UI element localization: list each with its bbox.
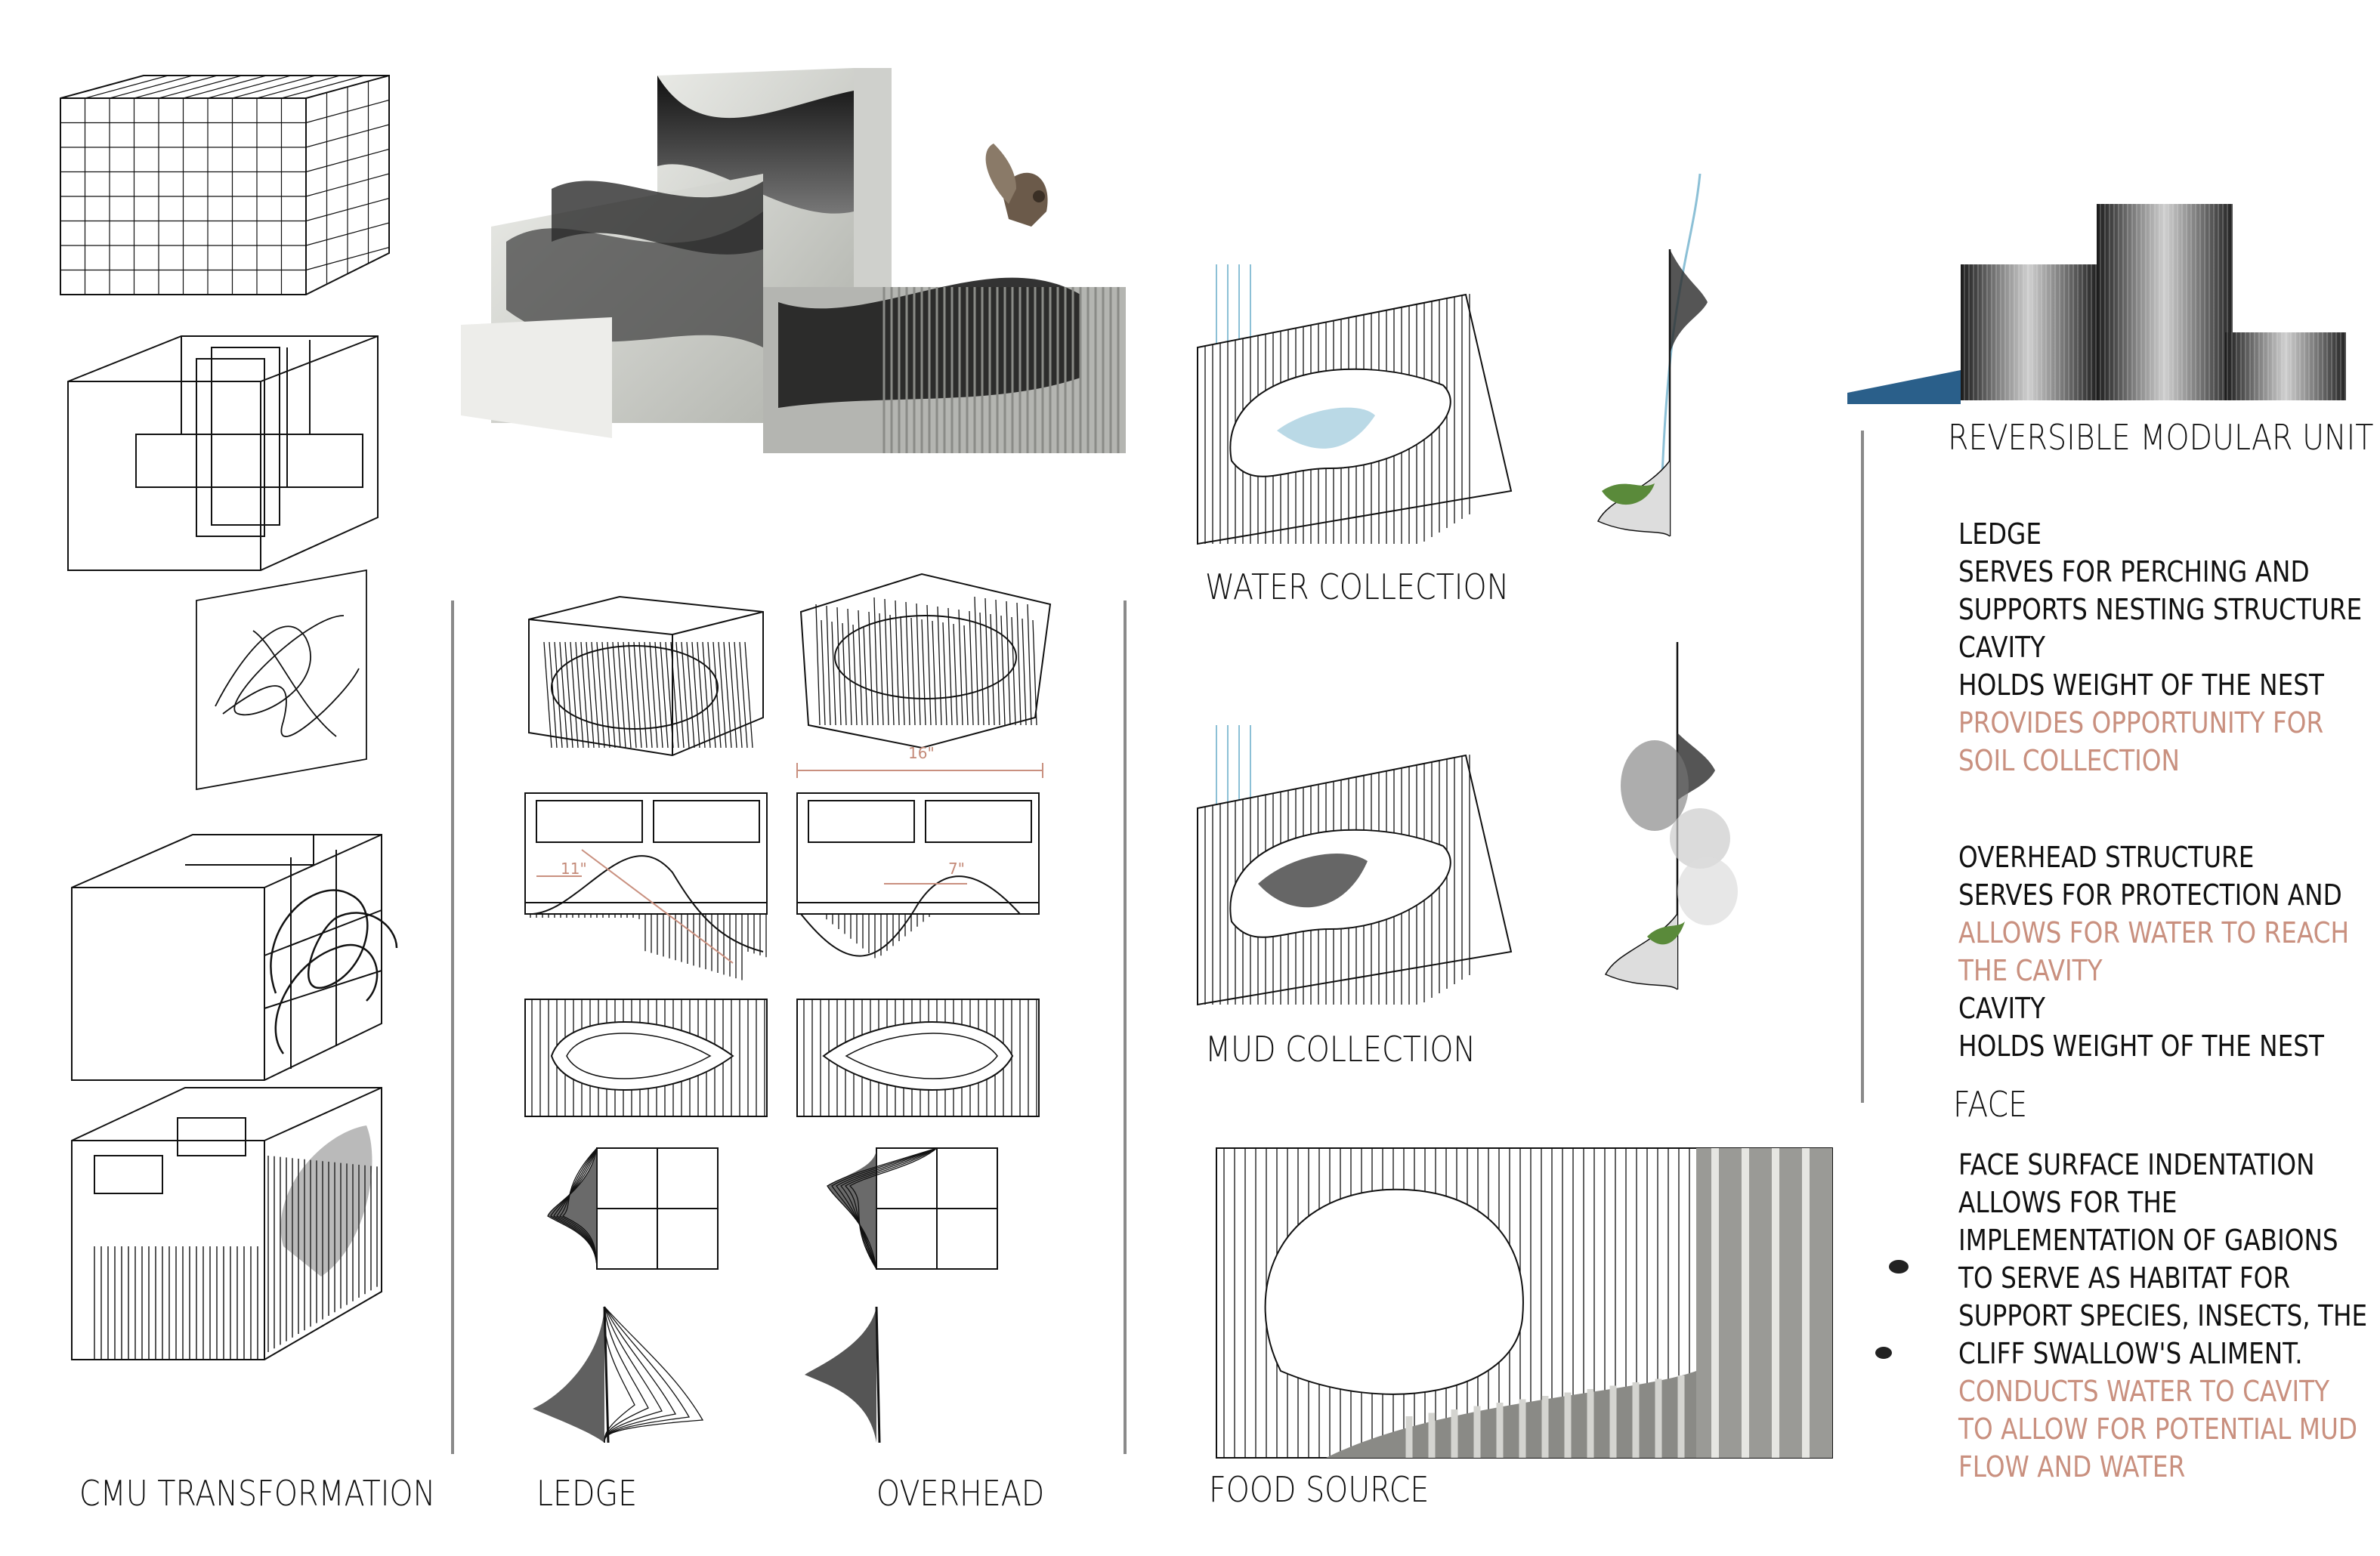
ledge-section-drawing: [547, 1147, 719, 1270]
divider-col1: [451, 600, 454, 1454]
ledge-block-line: LEDGE: [1958, 517, 2042, 551]
water-section-drawing: [1596, 173, 1708, 537]
face-block-line: TO SERVE AS HABITAT FOR: [1958, 1261, 2291, 1295]
ledge-elevation-drawing: [524, 792, 768, 980]
ledge-block-line: SUPPORTS NESTING STRUCTURE: [1958, 593, 2363, 626]
overhead-block-line: ALLOWS FOR WATER TO REACH: [1958, 916, 2350, 949]
face-label: FACE: [1953, 1084, 2028, 1125]
face-block-line: FLOW AND WATER: [1958, 1450, 2186, 1483]
overhead-block-line: CAVITY: [1958, 992, 2046, 1025]
face-block-line: TO ALLOW FOR POTENTIAL MUD: [1958, 1412, 2358, 1446]
insect-icon-2: [1875, 1347, 1892, 1359]
overhead-profile-drawing: [805, 1306, 881, 1443]
mud-section-drawing: [1604, 642, 1738, 990]
overhead-block-line: THE CAVITY: [1958, 954, 2103, 987]
divider-col2: [1124, 600, 1127, 1454]
food-source-drawing: [1216, 1147, 1833, 1459]
cmu-open-frame-drawing: [67, 335, 379, 571]
cmu-ribbed-box-drawing: [71, 1087, 382, 1360]
water-collection-label: WATER COLLECTION: [1205, 567, 1510, 607]
overhead-axon-drawing: [799, 573, 1052, 749]
ledge-axon-drawing: [528, 595, 764, 757]
dimension-7-label: 7": [948, 860, 965, 878]
divider-col3: [1861, 431, 1864, 1103]
ledge-block-line: HOLDS WEIGHT OF THE NEST: [1958, 668, 2324, 702]
cmu-grid-box-drawing: [60, 75, 390, 295]
ledge-block-line: SERVES FOR PERCHING AND: [1958, 555, 2310, 588]
overhead-section-drawing: [827, 1147, 998, 1270]
rendered-block-assembly: [461, 68, 1126, 453]
reversible-modular-unit-render: [1847, 204, 2346, 404]
curve-plane-drawing: [196, 569, 367, 791]
dimension-16-line: [796, 763, 1043, 778]
ledge-block-line: SOIL COLLECTION: [1958, 744, 2180, 777]
ledge-profile-drawing: [533, 1306, 704, 1443]
reversible-modular-unit-label: REVERSIBLE MODULAR UNIT: [1948, 417, 2374, 458]
overhead-plan-drawing: [796, 999, 1040, 1117]
mud-collection-drawing: [1197, 725, 1513, 1006]
face-block-line: CLIFF SWALLOW'S ALIMENT.: [1958, 1337, 2303, 1370]
overhead-label: OVERHEAD: [876, 1473, 1045, 1514]
ledge-block-line: PROVIDES OPPORTUNITY FOR: [1958, 706, 2324, 739]
dimension-16-label: 16": [908, 744, 935, 762]
overhead-block-line: OVERHEAD STRUCTURE: [1958, 841, 2255, 874]
water-collection-drawing: [1197, 264, 1513, 545]
insect-icon: [1889, 1260, 1909, 1274]
cmu-curve-box-drawing: [71, 834, 398, 1081]
face-block-line: FACE SURFACE INDENTATION: [1958, 1148, 2315, 1181]
food-source-label: FOOD SOURCE: [1209, 1469, 1430, 1510]
overhead-block-line: HOLDS WEIGHT OF THE NEST: [1958, 1030, 2324, 1063]
overhead-elevation-drawing: [796, 792, 1040, 959]
face-block-line: CONDUCTS WATER TO CAVITY: [1958, 1375, 2330, 1408]
face-block-line: SUPPORT SPECIES, INSECTS, THE: [1958, 1299, 2368, 1332]
ledge-label: LEDGE: [536, 1473, 638, 1514]
swallow-bird-icon: [985, 144, 1048, 227]
ledge-description: LEDGE SERVES FOR PERCHING AND SUPPORTS NES…: [1958, 515, 2362, 780]
overhead-description: OVERHEAD STRUCTURE SERVES FOR PROTECTION …: [1958, 838, 2349, 1065]
face-description: FACE SURFACE INDENTATION ALLOWS FOR THE IM…: [1958, 1146, 2367, 1486]
mud-collection-label: MUD COLLECTION: [1205, 1029, 1476, 1070]
face-block-line: ALLOWS FOR THE: [1958, 1186, 2178, 1219]
ledge-plan-drawing: [524, 999, 768, 1117]
dimension-11-label: 11": [561, 860, 587, 878]
overhead-block-line: SERVES FOR PROTECTION AND: [1958, 878, 2342, 912]
ledge-block-line: CAVITY: [1958, 631, 2046, 664]
cmu-transformation-label: CMU TRANSFORMATION: [79, 1473, 436, 1514]
face-block-line: IMPLEMENTATION OF GABIONS: [1958, 1224, 2338, 1257]
